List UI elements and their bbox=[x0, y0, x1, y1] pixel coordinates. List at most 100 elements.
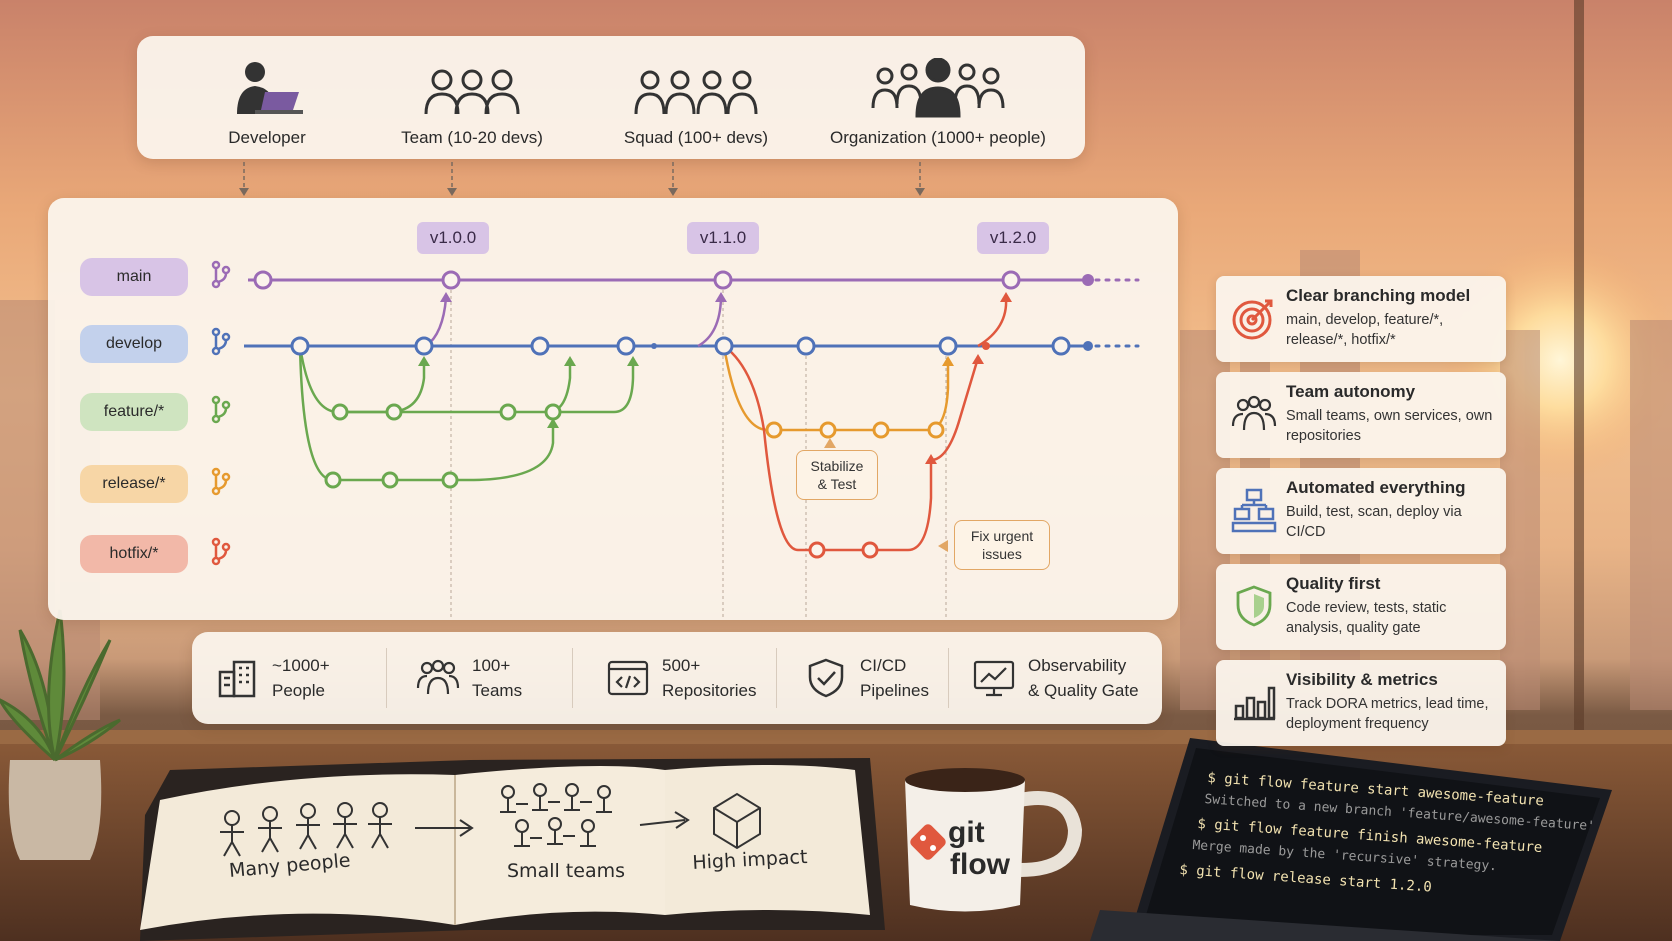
release-tag-v1-1-0: v1.1.0 bbox=[687, 222, 759, 254]
stat-value: CI/CD bbox=[860, 656, 907, 675]
code-window-icon bbox=[604, 654, 652, 702]
commit-node bbox=[796, 336, 816, 356]
commit-node bbox=[544, 403, 562, 421]
commit-node bbox=[499, 403, 517, 421]
card-branching-model: Clear branching model main, develop, fea… bbox=[1216, 276, 1506, 362]
card-title: Team autonomy bbox=[1286, 382, 1416, 401]
stat-repositories: 500+ Repositories bbox=[604, 632, 757, 724]
stats-panel: ~1000+People 100+Teams 500+Repositories … bbox=[192, 632, 1162, 724]
git-branch-icon bbox=[211, 467, 231, 496]
git-branch-icon bbox=[211, 260, 231, 289]
stat-people: ~1000+ People bbox=[214, 632, 330, 724]
card-desc: Track DORA metrics, lead time, deploymen… bbox=[1286, 696, 1489, 732]
cube-sketch-icon bbox=[713, 792, 761, 850]
stat-value: Observability bbox=[1028, 656, 1127, 675]
card-desc: Small teams, own services, own repositor… bbox=[1286, 408, 1493, 444]
stat-value: 100+ bbox=[472, 656, 511, 675]
persona-label: Squad (100+ devs) bbox=[623, 128, 769, 147]
commit-node bbox=[530, 336, 550, 356]
card-quality-first: Quality first Code review, tests, static… bbox=[1216, 564, 1506, 650]
persona-label: Developer bbox=[228, 128, 306, 147]
commit-node bbox=[714, 336, 734, 356]
branch-pill-main: main bbox=[80, 258, 188, 296]
divider bbox=[386, 648, 387, 708]
commit-node bbox=[441, 471, 459, 489]
persona-label: Organization (1000+ people) bbox=[830, 128, 1046, 147]
commit-node bbox=[1051, 336, 1071, 356]
stat-value: ~1000+ bbox=[272, 656, 330, 675]
stat-value: 500+ bbox=[662, 656, 701, 675]
stat-label: Repositories bbox=[662, 681, 757, 700]
commit-node bbox=[385, 403, 403, 421]
small-teams-sketch-icon bbox=[500, 783, 612, 847]
commit-node bbox=[872, 421, 890, 439]
git-logo-icon bbox=[910, 824, 946, 860]
git-branch-icon bbox=[211, 537, 231, 566]
commit-node bbox=[324, 471, 342, 489]
commit-node bbox=[616, 336, 636, 356]
card-desc: Build, test, scan, deploy via CI/CD bbox=[1286, 504, 1462, 540]
shield-icon bbox=[1230, 582, 1278, 630]
commit-node bbox=[765, 421, 783, 439]
monitor-chart-icon bbox=[970, 654, 1018, 702]
callout-fix-urgent: Fix urgent issues bbox=[954, 520, 1050, 570]
git-branch-icon bbox=[211, 395, 231, 424]
stat-label: & Quality Gate bbox=[1028, 681, 1139, 700]
card-visibility-metrics: Visibility & metrics Track DORA metrics,… bbox=[1216, 660, 1506, 746]
squad-icon bbox=[581, 50, 811, 118]
card-title: Visibility & metrics bbox=[1286, 670, 1438, 689]
commit-node bbox=[713, 270, 733, 290]
commit-node bbox=[1001, 270, 1021, 290]
commit-node bbox=[938, 336, 958, 356]
card-desc: main, develop, feature/*, release/*, hot… bbox=[1286, 312, 1444, 348]
persona-developer: Developer bbox=[152, 50, 382, 148]
persona-organization: Organization (1000+ people) bbox=[803, 50, 1073, 148]
stat-label: People bbox=[272, 681, 325, 700]
card-title: Automated everything bbox=[1286, 478, 1466, 497]
laptop bbox=[1090, 738, 1612, 941]
commit-node bbox=[414, 336, 434, 356]
persona-team: Team (10-20 devs) bbox=[357, 50, 587, 148]
team-icon bbox=[357, 50, 587, 118]
card-team-autonomy: Team autonomy Small teams, own services,… bbox=[1216, 372, 1506, 458]
branch-pill-feature: feature/* bbox=[80, 393, 188, 431]
pipeline-icon bbox=[1230, 486, 1278, 534]
commit-node bbox=[808, 541, 826, 559]
stat-observability: Observability & Quality Gate bbox=[970, 632, 1139, 724]
card-title: Quality first bbox=[1286, 574, 1381, 593]
commit-node bbox=[381, 471, 399, 489]
card-automation: Automated everything Build, test, scan, … bbox=[1216, 468, 1506, 554]
card-desc: Code review, tests, static analysis, qua… bbox=[1286, 600, 1447, 636]
branching-diagram: main develop feature/* release/* hotfix/… bbox=[48, 198, 1178, 620]
persona-squad: Squad (100+ devs) bbox=[581, 50, 811, 148]
branch-pill-hotfix: hotfix/* bbox=[80, 535, 188, 573]
building-icon bbox=[214, 654, 262, 702]
arrow-right-icon bbox=[639, 811, 690, 829]
persona-label: Team (10-20 devs) bbox=[401, 128, 543, 147]
mug-flow-text: flow bbox=[950, 848, 1010, 881]
branch-pill-develop: develop bbox=[80, 325, 188, 363]
card-title: Clear branching model bbox=[1286, 286, 1471, 305]
commit-node bbox=[441, 270, 461, 290]
callout-stabilize-test: Stabilize & Test bbox=[796, 450, 878, 500]
stat-cicd: CI/CD Pipelines bbox=[802, 632, 929, 724]
personas-panel: Developer Team (10-20 devs) Squad (100+ … bbox=[137, 36, 1085, 159]
commit-node bbox=[927, 421, 945, 439]
shield-check-icon bbox=[802, 654, 850, 702]
plant-icon bbox=[0, 609, 121, 860]
commit-node bbox=[331, 403, 349, 421]
organization-icon bbox=[803, 50, 1073, 118]
people-icon bbox=[1230, 390, 1278, 438]
release-tag-v1-0-0: v1.0.0 bbox=[417, 222, 489, 254]
commit-node bbox=[290, 336, 310, 356]
commit-node bbox=[861, 541, 879, 559]
many-people-sketch-icon bbox=[220, 802, 392, 857]
divider bbox=[776, 648, 777, 708]
target-icon bbox=[1230, 294, 1278, 342]
divider bbox=[948, 648, 949, 708]
bar-chart-icon bbox=[1230, 678, 1278, 726]
commit-node bbox=[253, 270, 273, 290]
notebook-small-teams: Small teams bbox=[507, 860, 625, 882]
branch-pill-release: release/* bbox=[80, 465, 188, 503]
stat-label: Pipelines bbox=[860, 681, 929, 700]
